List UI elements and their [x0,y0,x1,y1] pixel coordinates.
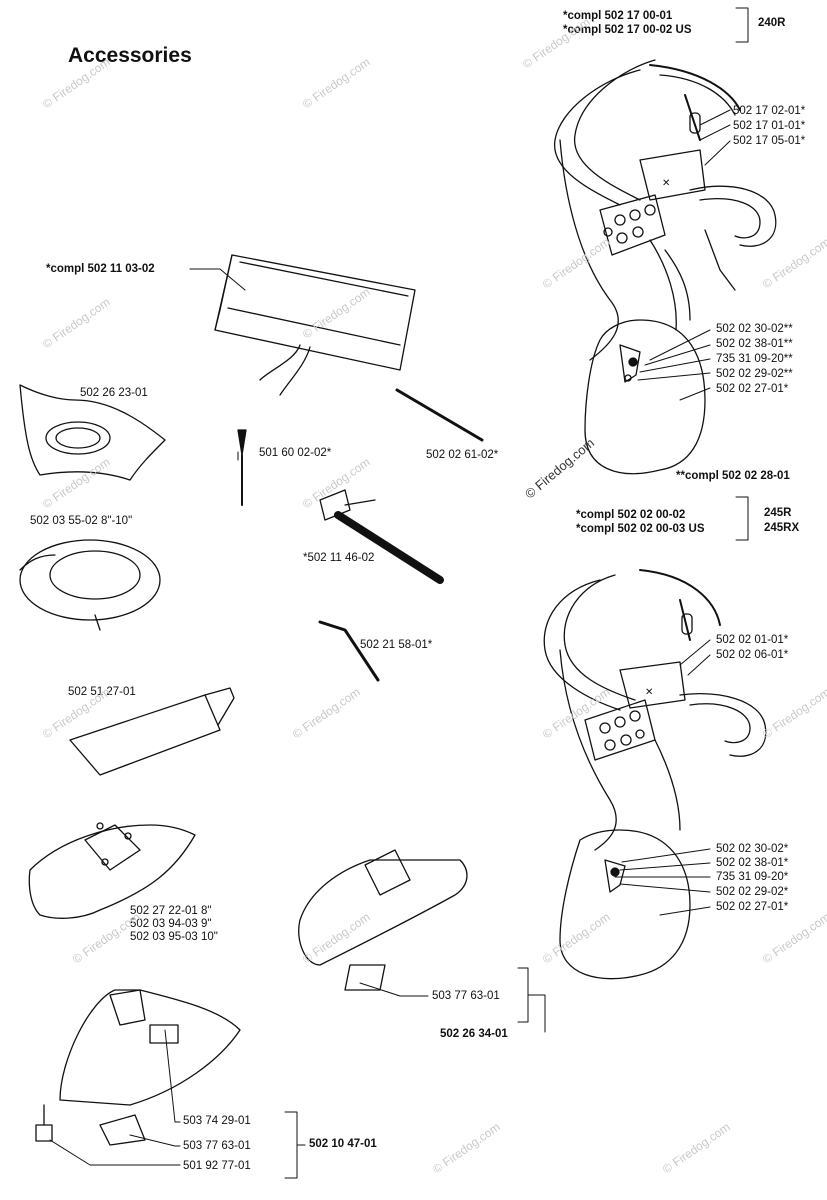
grease-tube-illustration [69,687,235,776]
part-label: 502 17 01-01* [733,120,806,132]
svg-text:✕: ✕ [645,687,653,698]
tool-bag-illustration [214,254,416,396]
model-245rx-label: 245RX [764,522,800,534]
pin-illustration [395,388,484,442]
part-label: 502 02 27-01* [716,901,789,913]
part-label: 502 02 30-02** [716,323,793,335]
pin-label: 502 02 61-02* [426,449,499,461]
plate-label: 503 77 63-01 [432,990,500,1002]
screwdriver-label: 501 60 02-02* [259,447,332,459]
harness-245r-illustration: ✕ [543,569,767,980]
screwdriver-illustration [237,429,247,506]
guard-b-compl-label: 502 26 34-01 [440,1028,508,1040]
compl-245r-b-label: *compl 502 02 00-03 US [576,523,705,535]
part-label: 502 02 30-02* [716,843,789,855]
part-label: 502 02 38-01** [716,338,793,350]
guard-ring-illustration [19,539,161,631]
compl-lower-240r-label: **compl 502 02 28-01 [676,470,790,482]
part-label: 502 02 29-02** [716,368,793,380]
part-label: 502 02 38-01* [716,857,789,869]
guard-b-illustration [298,849,468,991]
part-label: 502 02 01-01* [716,634,789,646]
guard-top-illustration [19,384,166,481]
hex-key-label: 502 21 58-01* [360,639,433,651]
svg-text:✕: ✕ [662,178,670,189]
guard-a-label: 502 03 95-03 10" [130,931,218,943]
bolt-label: 501 92 77-01 [183,1160,251,1172]
guard-top-label: 502 26 23-01 [80,387,148,399]
guard-c-illustration [35,989,241,1146]
guard-a-label: 502 03 94-03 9" [130,918,212,930]
page-title: Accessories [68,44,192,67]
part-label: 502 02 29-02* [716,886,789,898]
part-label: 735 31 09-20* [716,871,789,883]
wrench-label: *502 11 46-02 [303,552,375,564]
part-label: 502 02 06-01* [716,649,789,661]
part-label: 502 17 05-01* [733,135,806,147]
model-245r-label: 245R [764,507,792,519]
guard-ring-label: 502 03 55-02 8"-10" [30,515,133,527]
guard-c-compl-label: 502 10 47-01 [309,1138,377,1150]
grease-label: 502 51 27-01 [68,686,136,698]
guard-a-illustration [28,822,196,919]
harness-240r-illustration: ✕ [554,59,777,475]
part-label: 502 17 02-01* [733,105,806,117]
leader-lines [49,7,749,1179]
guard-a-label: 502 27 22-01 8" [130,905,212,917]
tool-bag-label: *compl 502 11 03-02 [46,263,155,275]
combination-wrench-illustration [319,489,444,584]
compl-240r-b-label: *compl 502 17 00-02 US [563,24,692,36]
plate-label: 503 74 29-01 [183,1115,251,1127]
part-label: 735 31 09-20** [716,353,793,365]
hex-key-illustration [318,620,380,682]
model-240r-label: 240R [758,17,786,29]
compl-245r-a-label: *compl 502 02 00-02 [576,509,686,521]
plate-label: 503 77 63-01 [183,1140,251,1152]
part-label: 502 02 27-01* [716,383,789,395]
compl-240r-a-label: *compl 502 17 00-01 [563,10,673,22]
